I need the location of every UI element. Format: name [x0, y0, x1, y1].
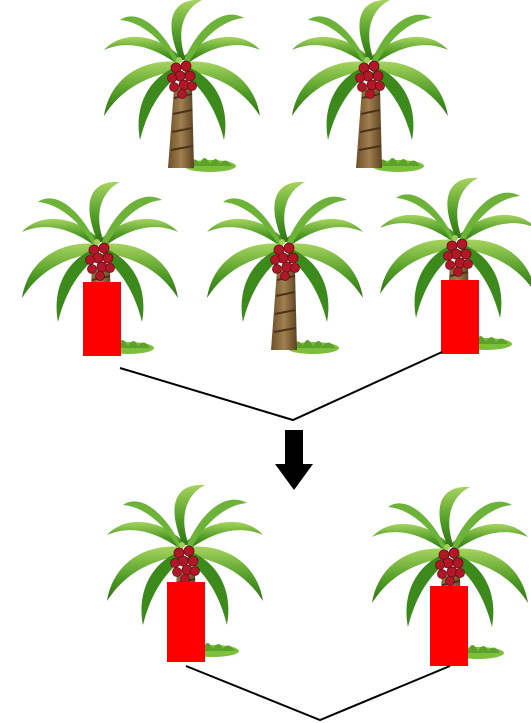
- row-1: [103, 0, 449, 174]
- down-arrow-icon: [275, 430, 313, 490]
- palm-tree-icon: [103, 0, 261, 174]
- marked-trunk-highlight: [83, 282, 121, 356]
- marked-trunk-highlight: [167, 582, 205, 662]
- connector-lines: [119, 351, 443, 422]
- connector-lines: [185, 665, 451, 722]
- row-2: [21, 176, 531, 356]
- row-3: [106, 483, 529, 666]
- palm-tree-icon: [291, 0, 449, 174]
- marked-trunk-highlight: [441, 280, 479, 354]
- palm-tree-icon: [206, 180, 364, 355]
- marked-trunk-highlight: [430, 586, 468, 666]
